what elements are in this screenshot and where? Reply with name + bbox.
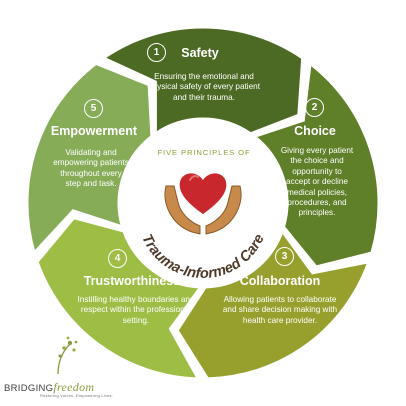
segment-4-number: 4 <box>108 249 127 268</box>
logo-word-freedom: freedom <box>53 380 95 394</box>
logo-wordmark: BRIDGINGfreedom <box>4 380 94 395</box>
segment-4-description: Instilling healthy boundaries and respec… <box>77 295 195 325</box>
segment-3-title: Collaboration <box>239 274 321 288</box>
segment-3-description: Allowing patients to collaborate and sha… <box>222 295 338 325</box>
segment-1-title: Safety <box>181 46 219 60</box>
logo-word-bridging: BRIDGING <box>4 383 54 394</box>
segment-1-description: Ensuring the emotional and physical safe… <box>148 72 260 102</box>
segment-5-arrow <box>25 61 154 256</box>
segment-3-number: 3 <box>275 247 294 266</box>
segment-4-arrow <box>35 216 204 381</box>
segment-2-number: 2 <box>305 98 324 117</box>
segment-2-title: Choice <box>294 124 336 138</box>
segment-5-number: 5 <box>84 99 103 118</box>
segment-1-number: 1 <box>147 43 166 62</box>
logo-tagline: Restoring Voices. Empowering Lives. <box>40 393 114 398</box>
heart-icon <box>179 173 227 214</box>
hands-icon <box>164 185 242 235</box>
segment-3-arrow <box>175 227 372 381</box>
segment-2-description: Giving every patient the choice and oppo… <box>280 146 354 218</box>
segment-5-title: Empowerment <box>50 124 138 138</box>
segment-4-title: Trustworthiness <box>83 274 181 288</box>
logo-sprig-icon <box>57 336 78 375</box>
segment-5-description: Validating and empowering patients throu… <box>53 148 129 189</box>
segment-2-arrow <box>250 60 381 269</box>
center-subtitle: FIVE PRINCIPLES OF <box>157 148 251 157</box>
